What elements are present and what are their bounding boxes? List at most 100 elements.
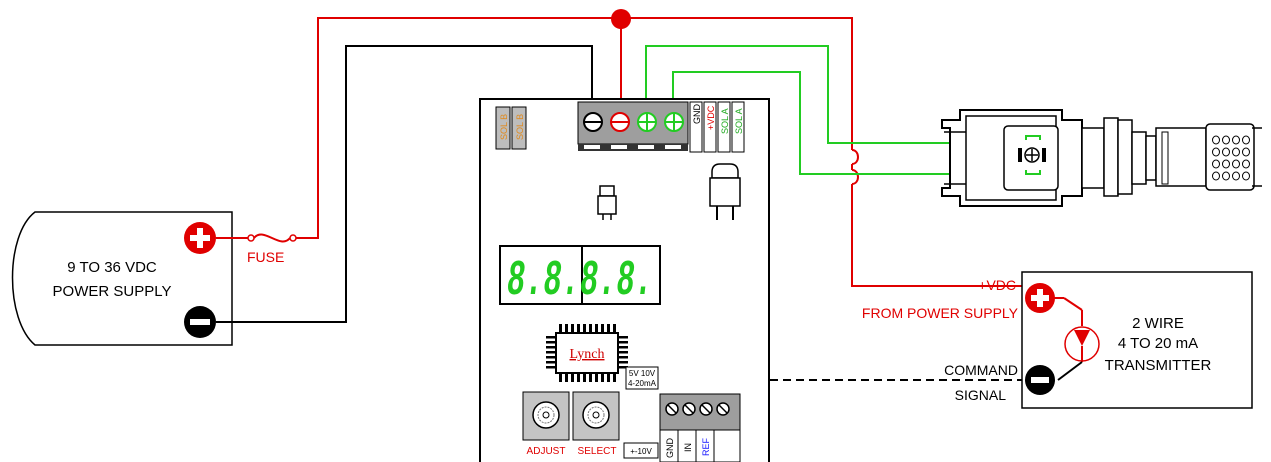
chip-pin <box>618 341 628 344</box>
valve-hole <box>1222 171 1230 181</box>
power-sol-a-strip: GND +VDC SOL A SOL A <box>689 101 745 153</box>
wire-negative <box>216 45 593 323</box>
chip-pin <box>595 373 598 382</box>
sol-b-label-1: SOL B <box>499 114 509 140</box>
strip-label-sol-a-2: SOL A <box>734 108 744 134</box>
chip-pin <box>546 346 556 349</box>
microcontroller-chip: Lynch <box>546 324 628 382</box>
chip-pin <box>571 324 574 333</box>
transmitter-vdc-label: +VDC <box>978 277 1016 293</box>
minus-terminal-icon <box>184 306 216 338</box>
chip-pin <box>583 373 586 382</box>
command-label-line2: SIGNAL <box>955 387 1007 403</box>
transmitter-line3: TRANSMITTER <box>1105 357 1212 374</box>
power-supply-line1: 9 TO 36 VDC <box>67 259 157 276</box>
minus-terminal-icon <box>1025 365 1055 395</box>
chip-pin <box>618 366 628 369</box>
chip-brand-label: Lynch <box>570 347 605 362</box>
chip-pin <box>601 373 604 382</box>
valve-hole <box>1242 159 1250 169</box>
valve-hole <box>1212 171 1220 181</box>
valve-hole <box>1242 171 1250 181</box>
bottom-label-gnd: GND <box>665 438 675 459</box>
command-label-line1: COMMAND <box>944 362 1018 378</box>
chip-pin <box>583 324 586 333</box>
chip-pin <box>618 361 628 364</box>
pot-adjust-label: ADJUST <box>527 446 566 457</box>
chip-pin <box>565 324 568 333</box>
bipolar-range-label: +-10V <box>630 447 652 456</box>
chip-pin <box>613 373 616 382</box>
bipolar-range-box: +-10V <box>623 442 659 459</box>
transmitter-line2: 4 TO 20 mA <box>1118 335 1198 352</box>
wire-positive <box>296 17 853 239</box>
board-regulator-component <box>709 163 741 220</box>
chip-pin <box>589 373 592 382</box>
bottom-terminal-block: GND IN REF <box>659 393 741 462</box>
chip-pins <box>546 324 628 382</box>
chip-pin <box>613 324 616 333</box>
valve-hole <box>1232 135 1240 145</box>
chip-pin <box>577 324 580 333</box>
screw-terminal-icon <box>682 402 696 416</box>
potentiometer-icon <box>582 401 610 429</box>
plus-terminal-icon <box>184 222 216 254</box>
valve-hole <box>1212 135 1220 145</box>
chip-pin <box>546 361 556 364</box>
pot-select-label: SELECT <box>578 446 617 457</box>
bottom-label-in: IN <box>683 443 693 452</box>
chip-pin <box>559 373 562 382</box>
controller-board: SOL B SOL B <box>479 98 770 462</box>
range-line2: 4-20mA <box>628 379 657 388</box>
strip-label-sol-a-1: SOL A <box>720 108 730 134</box>
screw-terminal-icon <box>665 402 679 416</box>
valve-hole <box>1222 135 1230 145</box>
wire-positive-crossover-1 <box>851 149 859 165</box>
chip-pin <box>607 373 610 382</box>
chip-pin <box>577 373 580 382</box>
chip-pin <box>546 356 556 359</box>
chip-pin <box>618 351 628 354</box>
screw-terminal-icon <box>664 112 684 132</box>
chip-pin <box>589 324 592 333</box>
valve-hole <box>1242 135 1250 145</box>
screw-terminal-icon <box>610 112 630 132</box>
power-supply-line2: POWER SUPPLY <box>53 283 172 300</box>
valve-hole <box>1212 147 1220 157</box>
chip-pin <box>595 324 598 333</box>
sol-b-connector: SOL B SOL B <box>495 106 527 150</box>
pot-select: SELECT <box>572 391 620 457</box>
chip-pin <box>618 356 628 359</box>
screw-terminal-icon <box>699 402 713 416</box>
chip-pin <box>571 373 574 382</box>
chip-pin <box>601 324 604 333</box>
power-supply: 9 TO 36 VDC POWER SUPPLY <box>11 211 233 346</box>
strip-label-gnd: GND <box>692 104 702 125</box>
chip-pin <box>546 351 556 354</box>
potentiometer-icon <box>532 401 560 429</box>
bottom-label-ref: REF <box>701 437 711 456</box>
led-display-digits: 8.8.8.8. <box>507 253 653 310</box>
board-fuse-component <box>597 185 617 220</box>
valve-hole <box>1212 159 1220 169</box>
transmitter-box <box>1021 271 1253 409</box>
transmitter-from-label: FROM POWER SUPPLY <box>862 305 1019 321</box>
sol-b-label-2: SOL B <box>515 114 525 140</box>
transmitter: 2 WIRE 4 TO 20 mA TRANSMITTER +VDC FROM … <box>862 271 1253 409</box>
valve-hole <box>1232 147 1240 157</box>
valve-hole <box>1242 147 1250 157</box>
chip-pin <box>618 336 628 339</box>
strip-label-vdc: +VDC <box>706 105 716 130</box>
plus-terminal-icon <box>1025 283 1055 313</box>
pot-adjust: ADJUST <box>522 391 570 457</box>
screw-terminal-icon <box>716 402 730 416</box>
range-line1: 5V 10V <box>629 369 656 378</box>
valve-hole <box>1222 159 1230 169</box>
valve-holes <box>1212 135 1250 181</box>
chip-pin <box>607 324 610 333</box>
fuse-label: FUSE <box>247 249 284 265</box>
valve-hole <box>1222 147 1230 157</box>
chip-pin <box>559 324 562 333</box>
chip-pin <box>546 366 556 369</box>
